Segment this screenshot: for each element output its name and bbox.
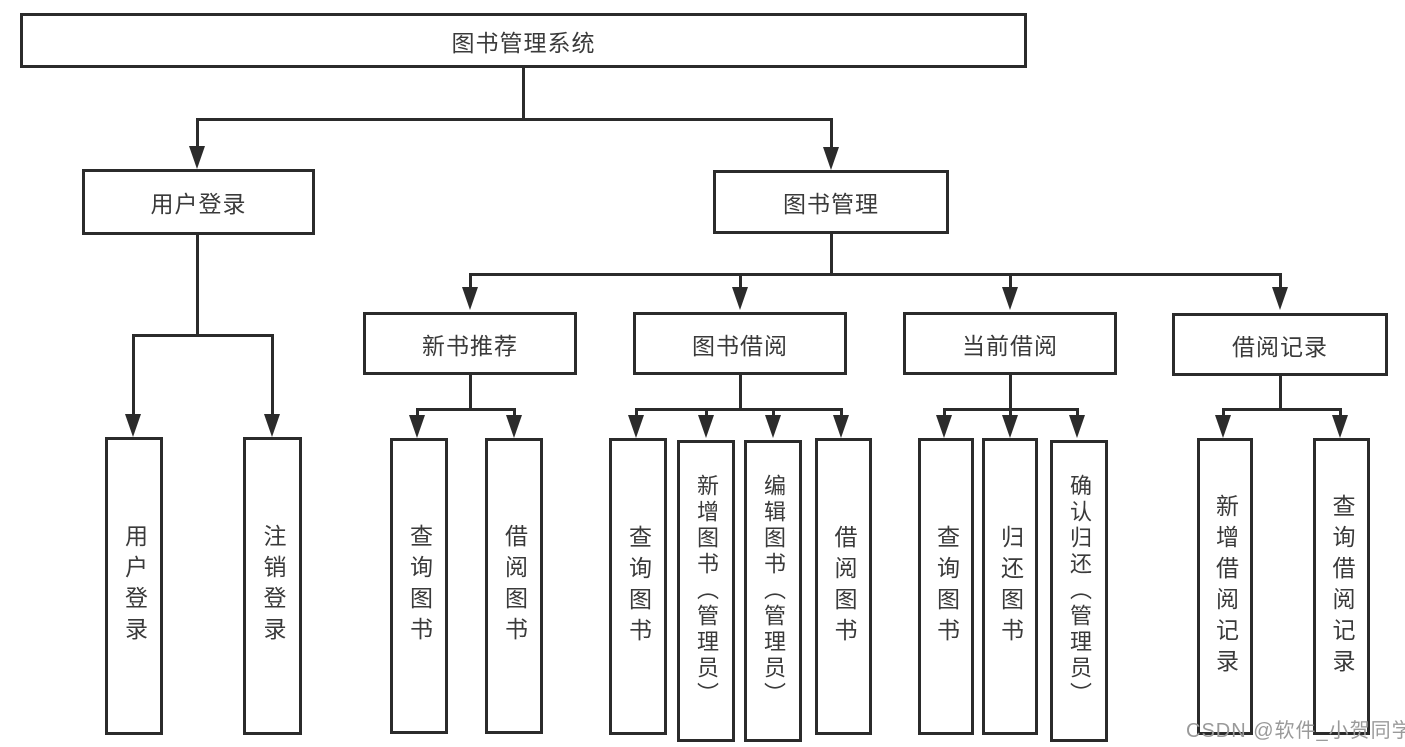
connector-line <box>196 118 199 146</box>
leaf-bb-query-label: 查询图书 <box>625 524 652 649</box>
connector-line <box>739 375 742 408</box>
node-root: 图书管理系统 <box>20 13 1027 68</box>
connector-line <box>469 273 472 287</box>
node-current-borrow-label: 当前借阅 <box>962 332 1058 359</box>
node-current-borrow: 当前借阅 <box>903 312 1117 375</box>
node-root-label: 图书管理系统 <box>451 29 596 56</box>
connector-line <box>416 408 419 415</box>
connector-line <box>943 408 946 415</box>
connector-line <box>830 234 833 273</box>
leaf-nb-query: 查询图书 <box>390 438 448 734</box>
node-book-mgmt-label: 图书管理 <box>783 191 879 217</box>
leaf-cb-query-label: 查询图书 <box>933 524 960 649</box>
arrowhead-icon <box>1215 415 1231 438</box>
connector-line <box>1009 375 1012 408</box>
connector-line <box>1009 408 1012 415</box>
connector-line <box>830 118 833 147</box>
leaf-cb-confirm: 确认归还（管理员） <box>1050 440 1108 742</box>
arrowhead-icon <box>409 415 425 438</box>
connector-line <box>196 235 199 334</box>
arrowhead-icon <box>628 415 644 438</box>
arrowhead-icon <box>732 287 748 310</box>
connector-line <box>132 334 135 414</box>
leaf-br-query: 查询借阅记录 <box>1313 438 1370 735</box>
csdn-watermark: CSDN @软件_小贺同学 <box>1186 720 1405 742</box>
node-borrow-record: 借阅记录 <box>1172 313 1388 376</box>
arrowhead-icon <box>823 147 839 170</box>
leaf-user-login-label: 用户登录 <box>121 524 148 648</box>
connector-line <box>1009 273 1012 287</box>
arrowhead-icon <box>1069 415 1085 438</box>
arrowhead-icon <box>462 287 478 310</box>
connector-line <box>1222 408 1341 411</box>
leaf-br-add-label: 新增借阅记录 <box>1212 493 1239 680</box>
connector-line <box>1279 273 1282 287</box>
leaf-nb-query-label: 查询图书 <box>406 524 433 648</box>
connector-line <box>469 375 472 408</box>
leaf-cb-query: 查询图书 <box>918 438 974 735</box>
arrowhead-icon <box>698 415 714 438</box>
leaf-bb-edit-label: 编辑图书（管理员） <box>761 474 786 708</box>
leaf-bb-borrow: 借阅图书 <box>815 438 872 735</box>
arrowhead-icon <box>1332 415 1348 438</box>
node-book-borrow-label: 图书借阅 <box>692 332 788 359</box>
connector-line <box>1222 408 1225 415</box>
arrowhead-icon <box>189 146 205 169</box>
leaf-cb-return-label: 归还图书 <box>997 524 1024 649</box>
connector-line <box>1339 408 1342 415</box>
node-user-login-label: 用户登录 <box>150 191 247 217</box>
leaf-nb-borrow-label: 借阅图书 <box>501 524 528 648</box>
connector-line <box>635 408 638 415</box>
leaf-bb-borrow-label: 借阅图书 <box>831 524 857 649</box>
arrowhead-icon <box>1002 415 1018 438</box>
node-new-book-rec: 新书推荐 <box>363 312 577 375</box>
node-new-book-rec-label: 新书推荐 <box>422 332 518 359</box>
node-book-borrow: 图书借阅 <box>633 312 847 375</box>
leaf-nb-borrow: 借阅图书 <box>485 438 543 734</box>
connector-line <box>705 408 708 415</box>
leaf-bb-add: 新增图书（管理员） <box>677 440 735 742</box>
leaf-cb-return: 归还图书 <box>982 438 1038 735</box>
arrowhead-icon <box>264 414 280 437</box>
arrowhead-icon <box>833 415 849 438</box>
connector-line <box>197 118 833 121</box>
node-borrow-record-label: 借阅记录 <box>1232 333 1328 360</box>
connector-line <box>513 408 516 415</box>
leaf-logout: 注销登录 <box>243 437 302 735</box>
arrowhead-icon <box>125 414 141 437</box>
connector-line <box>1279 376 1282 408</box>
connector-line <box>840 408 843 415</box>
connector-line <box>1076 408 1079 415</box>
leaf-bb-query: 查询图书 <box>609 438 667 735</box>
node-book-mgmt: 图书管理 <box>713 170 949 234</box>
connector-line <box>416 408 515 411</box>
leaf-br-add: 新增借阅记录 <box>1197 438 1253 735</box>
node-user-login: 用户登录 <box>82 169 315 235</box>
leaf-bb-add-label: 新增图书（管理员） <box>694 474 719 708</box>
connector-line <box>469 273 1282 276</box>
connector-line <box>635 408 842 411</box>
leaf-user-login: 用户登录 <box>105 437 163 735</box>
arrowhead-icon <box>506 415 522 438</box>
connector-line <box>271 334 274 414</box>
connector-line <box>739 273 742 287</box>
leaf-logout-label: 注销登录 <box>260 524 286 648</box>
arrowhead-icon <box>936 415 952 438</box>
leaf-cb-confirm-label: 确认归还（管理员） <box>1067 474 1092 708</box>
leaf-bb-edit: 编辑图书（管理员） <box>744 440 802 742</box>
connector-line <box>132 334 273 337</box>
arrowhead-icon <box>1002 287 1018 310</box>
arrowhead-icon <box>1272 287 1288 310</box>
connector-line <box>522 68 525 118</box>
connector-line <box>772 408 775 415</box>
arrowhead-icon <box>765 415 781 438</box>
leaf-br-query-label: 查询借阅记录 <box>1329 493 1355 680</box>
